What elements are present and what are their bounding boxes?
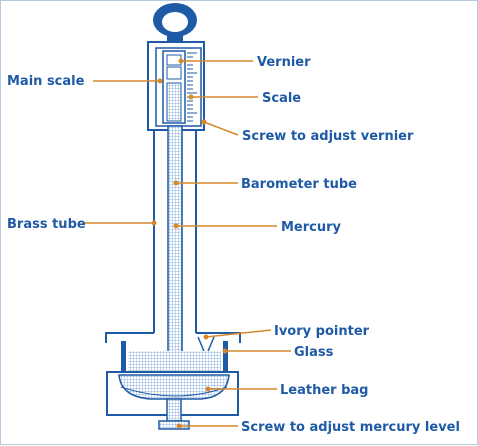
label-barometer-tube: Barometer tube xyxy=(241,177,357,192)
glass-cylinder xyxy=(121,341,228,373)
label-screw-to-adjust-mercury-level: Screw to adjust mercury level xyxy=(241,420,460,435)
label-glass: Glass xyxy=(294,345,334,360)
label-ivory-pointer: Ivory pointer xyxy=(274,324,370,339)
label-screw-to-adjust-vernier: Screw to adjust vernier xyxy=(242,129,414,144)
vernier-window xyxy=(162,50,186,124)
label-mercury: Mercury xyxy=(281,220,342,235)
label-main-scale: Main scale xyxy=(7,74,85,89)
mercury-level-screw xyxy=(158,398,190,430)
label-brass-tube: Brass tube xyxy=(7,217,86,232)
label-vernier: Vernier xyxy=(257,55,311,70)
label-scale: Scale xyxy=(262,91,301,106)
scale-ticks xyxy=(187,52,197,122)
leader-lines xyxy=(83,58,291,429)
brass-tube xyxy=(153,130,197,333)
barometer-tube xyxy=(167,125,183,365)
label-leather-bag: Leather bag xyxy=(280,383,368,398)
hanging-ring xyxy=(153,3,197,42)
